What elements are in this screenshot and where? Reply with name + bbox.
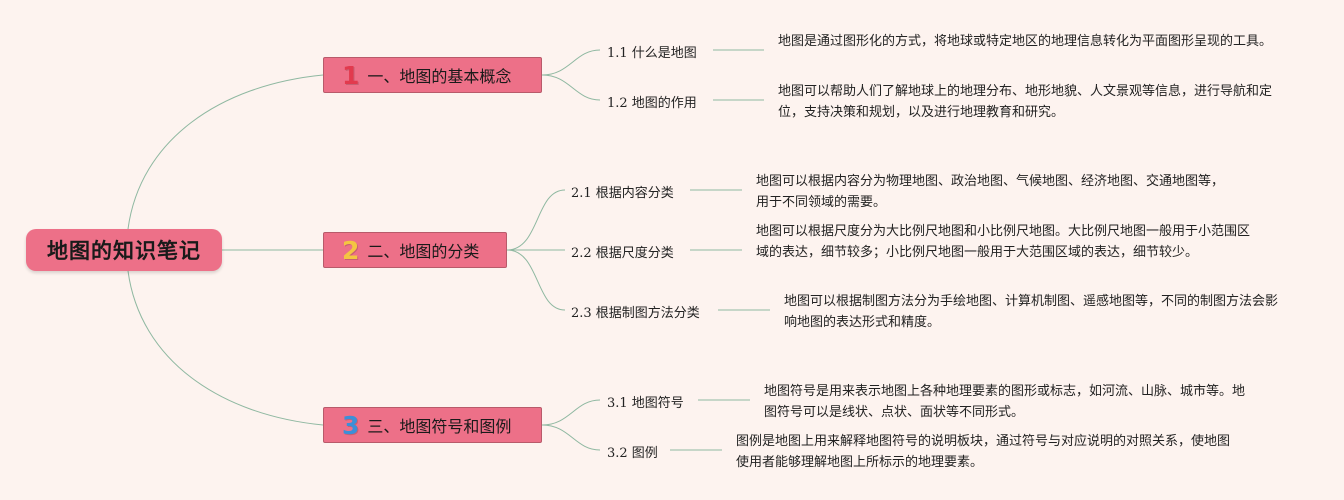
subtopic-1-2[interactable]: 1.2 地图的作用 <box>607 96 697 111</box>
branch-node-3[interactable]: 3 三、地图符号和图例 <box>323 407 542 443</box>
description-1-1: 地图是通过图形化的方式，将地球或特定地区的地理信息转化为平面图形呈现的工具。 <box>778 34 1273 49</box>
root-title: 地图的知识笔记 <box>47 239 201 263</box>
description-3-1: 地图符号是用来表示地图上各种地理要素的图形或标志，如河流、山脉、城市等。地图符号… <box>764 384 1246 420</box>
number-2-icon: 2 <box>342 235 360 265</box>
subtopic-2-3[interactable]: 2.3 根据制图方法分类 <box>571 306 700 321</box>
branch-node-2[interactable]: 2 二、地图的分类 <box>323 232 507 268</box>
subtopic-3-1[interactable]: 3.1 地图符号 <box>607 396 684 411</box>
description-1-2: 地图可以帮助人们了解地球上的地理分布、地形地貌、人文景观等信息，进行导航和定位，… <box>778 84 1273 120</box>
number-1-icon: 1 <box>342 60 360 90</box>
number-3-icon: 3 <box>342 410 360 440</box>
branch-title: 一、地图的基本概念 <box>367 67 512 86</box>
description-2-2: 地图可以根据尺度分为大比例尺地图和小比例尺地图。大比例尺地图一般用于小范围区域的… <box>756 224 1251 260</box>
branch-node-1[interactable]: 1 一、地图的基本概念 <box>323 57 542 93</box>
branch-title: 二、地图的分类 <box>367 242 480 261</box>
subtopic-1-1[interactable]: 1.1 什么是地图 <box>607 46 697 61</box>
branch-title: 三、地图符号和图例 <box>367 417 512 436</box>
root-node[interactable]: 地图的知识笔记 <box>26 229 222 271</box>
description-2-1: 地图可以根据内容分为物理地图、政治地图、气候地图、经济地图、交通地图等，用于不同… <box>756 174 1225 210</box>
subtopic-2-2[interactable]: 2.2 根据尺度分类 <box>571 246 674 261</box>
subtopic-3-2[interactable]: 3.2 图例 <box>607 446 658 461</box>
description-3-2: 图例是地图上用来解释地图符号的说明板块，通过符号与对应说明的对照关系，使地图使用… <box>736 434 1231 470</box>
description-2-3: 地图可以根据制图方法分为手绘地图、计算机制图、遥感地图等，不同的制图方法会影响地… <box>784 294 1279 330</box>
subtopic-2-1[interactable]: 2.1 根据内容分类 <box>571 186 674 201</box>
